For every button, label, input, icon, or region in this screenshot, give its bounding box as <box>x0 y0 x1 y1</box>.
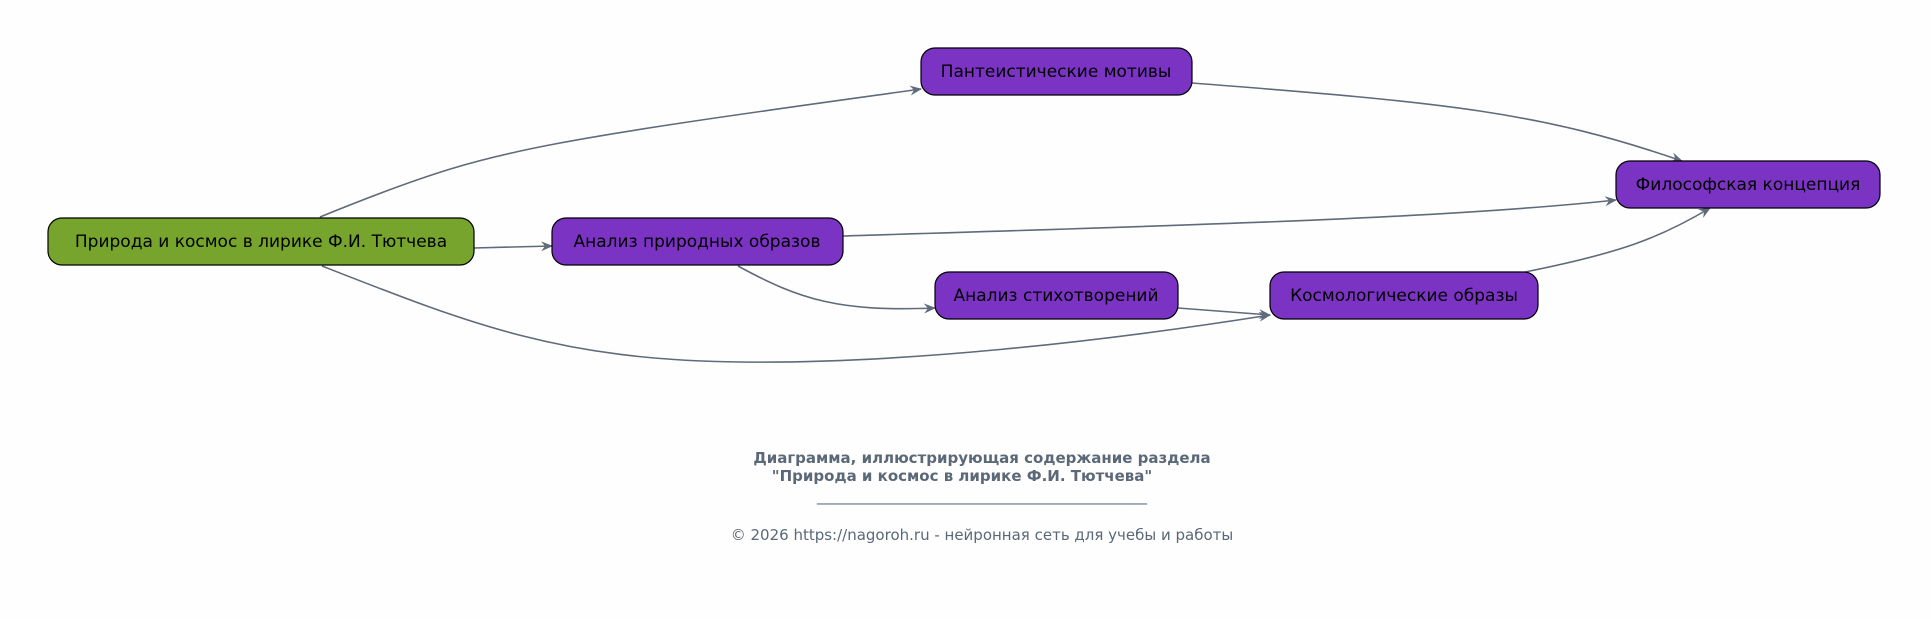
edges <box>319 82 1711 363</box>
caption-divider: ________________________________________… <box>816 487 1148 506</box>
node-cosmological-label: Космологические образы <box>1290 286 1518 306</box>
edge-poems-analysis-to-cosmological <box>1177 307 1271 320</box>
node-philosophical[interactable]: Философская концепция <box>1615 160 1881 209</box>
edge-pantheistic-to-philosophical <box>1191 82 1683 163</box>
caption-footer: © 2026 https://nagoroh.ru - нейронная се… <box>731 526 1234 544</box>
node-philosophical-label: Философская концепция <box>1636 175 1861 195</box>
caption: Диаграмма, иллюстрирующая содержание раз… <box>731 449 1234 544</box>
node-nature-analysis-label: Анализ природных образов <box>574 232 821 252</box>
edge-root-to-nature-analysis <box>473 241 553 252</box>
edge-nature-analysis-to-poems-analysis <box>737 265 936 314</box>
edge-nature-analysis-to-philosophical <box>842 196 1617 237</box>
edge-cosmological-to-philosophical <box>1524 207 1711 273</box>
edge-root-to-pantheistic <box>319 85 922 218</box>
node-root-label: Природа и космос в лирике Ф.И. Тютчева <box>75 232 447 252</box>
node-nature-analysis[interactable]: Анализ природных образов <box>551 217 844 266</box>
node-cosmological[interactable]: Космологические образы <box>1269 271 1539 320</box>
node-root[interactable]: Природа и космос в лирике Ф.И. Тютчева <box>47 217 475 266</box>
node-pantheistic[interactable]: Пантеистические мотивы <box>920 47 1193 96</box>
caption-title-line2: "Природа и космос в лирике Ф.И. Тютчева" <box>772 467 1152 485</box>
edge-root-to-cosmological <box>321 265 1271 363</box>
caption-title-line1: Диаграмма, иллюстрирующая содержание раз… <box>753 449 1210 467</box>
node-pantheistic-label: Пантеистические мотивы <box>941 62 1172 82</box>
node-poems-analysis-label: Анализ стихотворений <box>953 286 1158 306</box>
node-poems-analysis[interactable]: Анализ стихотворений <box>934 271 1179 320</box>
